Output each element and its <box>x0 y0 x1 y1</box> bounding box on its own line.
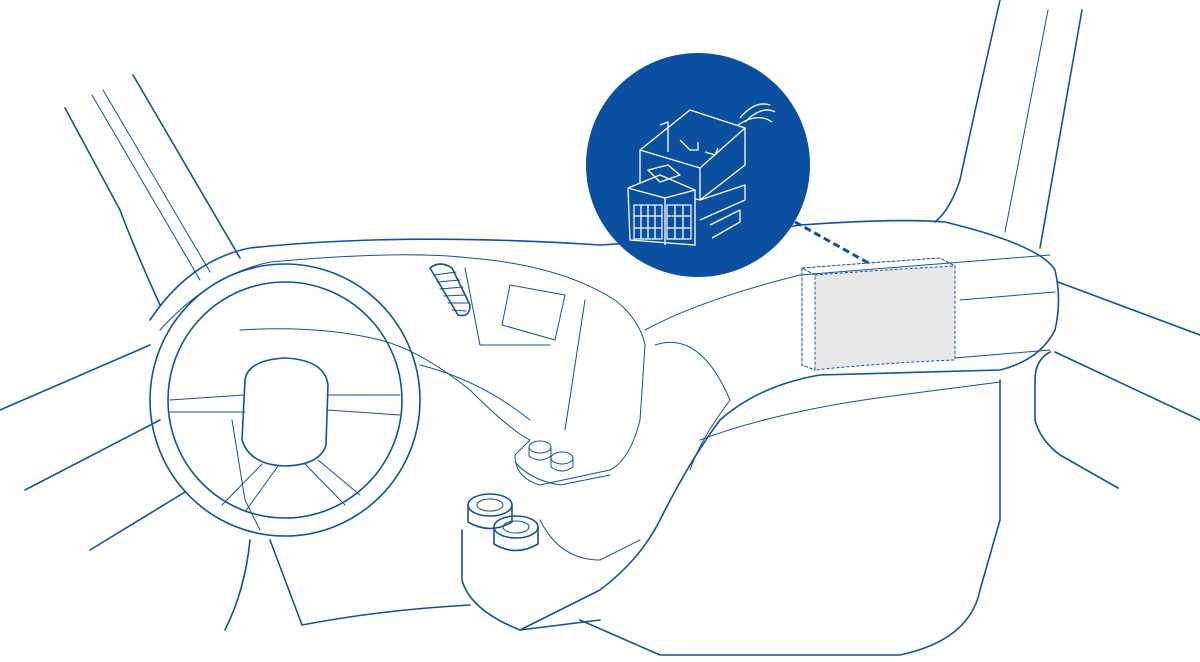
air-vent <box>429 263 471 317</box>
right-door <box>1034 281 1200 489</box>
dashboard-screen-frame <box>501 284 566 341</box>
right-pillar <box>934 0 1083 249</box>
connector-callout <box>586 53 810 277</box>
leader-line <box>794 220 873 267</box>
highlight-box <box>801 257 956 371</box>
dashboard <box>149 219 1060 631</box>
cup-holders <box>467 493 539 552</box>
left-door <box>0 344 251 631</box>
steering-wheel <box>149 263 421 537</box>
lower-console <box>269 379 1001 656</box>
console-controls <box>514 440 611 486</box>
left-pillar <box>64 74 241 306</box>
connector-icon <box>627 103 776 246</box>
